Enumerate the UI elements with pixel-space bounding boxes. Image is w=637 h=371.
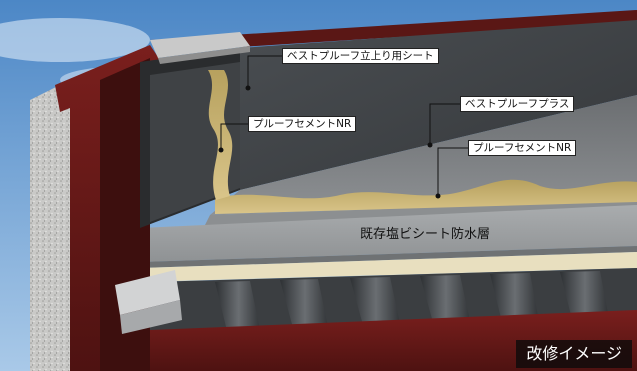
- label-proof-cement-left: プルーフセメントNR: [248, 116, 357, 132]
- label-proof-cement-right: プルーフセメントNR: [468, 140, 577, 156]
- label-existing-pvc-layer: 既存塩ビシート防水層: [360, 227, 491, 242]
- label-upturn-sheet: ベストプルーフ立上り用シート: [282, 48, 439, 64]
- renovation-image-badge: 改修イメージ: [516, 340, 632, 368]
- label-best-proof-plus: ベストプルーフプラス: [460, 96, 575, 112]
